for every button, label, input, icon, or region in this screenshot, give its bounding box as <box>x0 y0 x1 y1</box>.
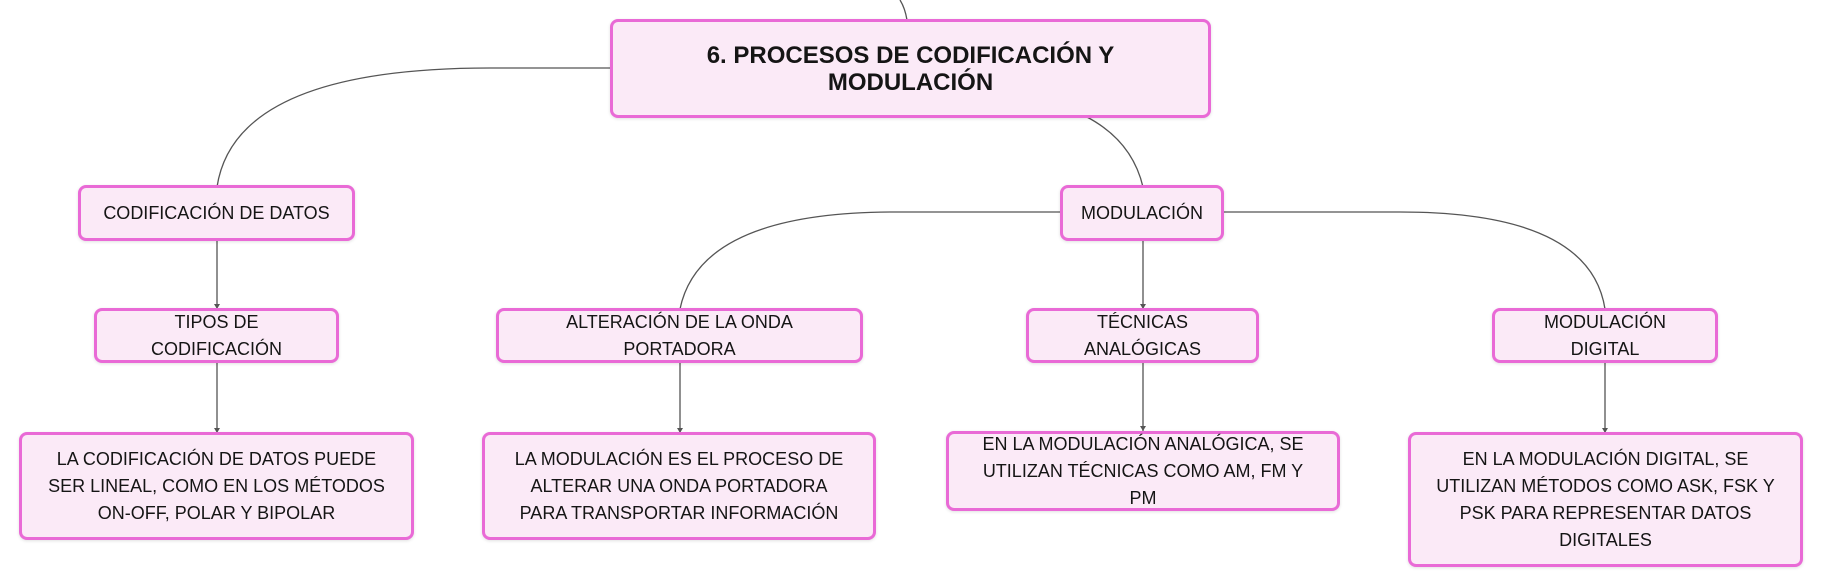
node-tipos-codificacion[interactable]: TIPOS DE CODIFICACIÓN <box>94 308 339 363</box>
node-modulacion[interactable]: MODULACIÓN <box>1060 185 1224 241</box>
node-codificacion-detalle[interactable]: LA CODIFICACIÓN DE DATOS PUEDE SER LINEA… <box>19 432 414 540</box>
node-digital-detalle[interactable]: EN LA MODULACIÓN DIGITAL, SE UTILIZAN MÉ… <box>1408 432 1803 567</box>
node-alteracion-onda[interactable]: ALTERACIÓN DE LA ONDA PORTADORA <box>496 308 863 363</box>
node-tecnicas-analogicas[interactable]: TÉCNICAS ANALÓGICAS <box>1026 308 1259 363</box>
connector-parent-to-root <box>899 0 908 21</box>
node-tecnicas-analogicas-label: TÉCNICAS ANALÓGICAS <box>1083 311 1202 359</box>
node-codificacion-datos[interactable]: CODIFICACIÓN DE DATOS <box>78 185 355 241</box>
node-alteracion-onda-label: ALTERACIÓN DE LA ONDA PORTADORA <box>566 311 793 359</box>
node-analogicas-detalle-label: EN LA MODULACIÓN ANALÓGICA, SE UTILIZAN … <box>982 433 1304 508</box>
root-node[interactable]: 6. PROCESOS DE CODIFICACIÓN Y MODULACIÓN <box>610 19 1211 118</box>
node-analogicas-detalle[interactable]: EN LA MODULACIÓN ANALÓGICA, SE UTILIZAN … <box>946 431 1340 511</box>
connector-root-to-modulacion <box>1084 115 1144 188</box>
node-modulacion-label: MODULACIÓN <box>1080 202 1203 223</box>
node-alteracion-detalle[interactable]: LA MODULACIÓN ES EL PROCESO DE ALTERAR U… <box>482 432 876 540</box>
node-digital-detalle-label: EN LA MODULACIÓN DIGITAL, SE UTILIZAN MÉ… <box>1436 448 1775 550</box>
connector-modulacion-to-alteracion <box>679 211 1060 310</box>
node-modulacion-digital-label: MODULACIÓN DIGITAL <box>1543 311 1666 359</box>
root-node-label: 6. PROCESOS DE CODIFICACIÓN Y MODULACIÓN <box>706 41 1115 96</box>
node-modulacion-digital[interactable]: MODULACIÓN DIGITAL <box>1492 308 1718 363</box>
node-tipos-codificacion-label: TIPOS DE CODIFICACIÓN <box>150 311 282 359</box>
connector-root-to-codificacion <box>216 67 610 188</box>
node-alteracion-detalle-label: LA MODULACIÓN ES EL PROCESO DE ALTERAR U… <box>514 448 844 523</box>
node-codificacion-datos-label: CODIFICACIÓN DE DATOS <box>103 202 330 223</box>
connector-modulacion-to-digital <box>1224 211 1606 310</box>
node-codificacion-detalle-label: LA CODIFICACIÓN DE DATOS PUEDE SER LINEA… <box>48 448 385 523</box>
